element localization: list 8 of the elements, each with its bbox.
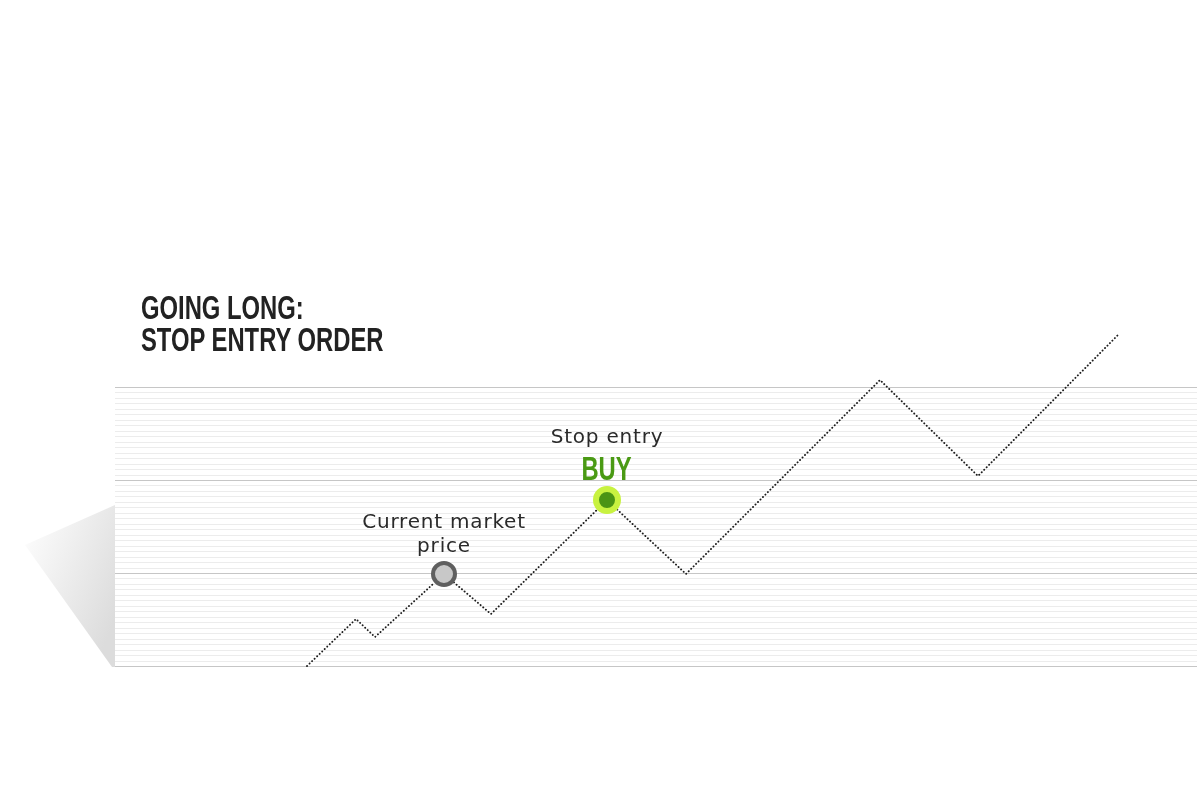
circle-marker-icon <box>593 486 621 514</box>
marker-caption: Current market price <box>361 509 527 557</box>
dotted-price-line <box>616 334 1119 576</box>
diagram-title: GOING LONG: STOP ENTRY ORDER <box>141 291 384 355</box>
circle-marker-icon <box>431 561 457 587</box>
marker-caption: Stop entry <box>550 424 664 448</box>
order-signal-label: BUY <box>581 453 633 483</box>
dotted-price-line <box>306 581 436 667</box>
